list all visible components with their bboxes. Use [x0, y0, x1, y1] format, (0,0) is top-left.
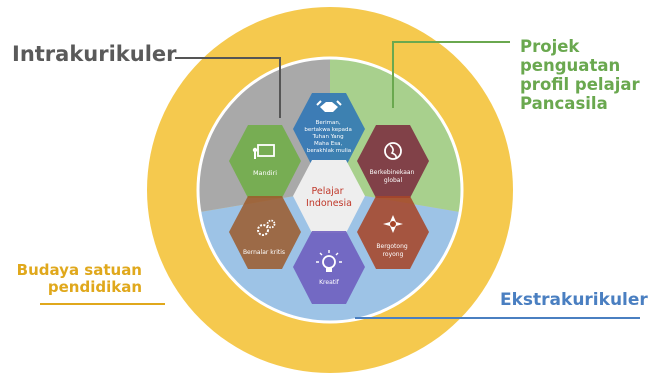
ekstrakurikuler-label: Ekstrakurikuler	[500, 290, 648, 310]
intrakurikuler-label: Intrakurikuler	[12, 42, 177, 66]
center-text: Pelajar Indonesia	[306, 186, 352, 209]
gotong-text: Bergotong royong	[376, 243, 409, 258]
center-line: Pelajar	[311, 186, 343, 197]
center-line: Indonesia	[306, 198, 352, 209]
projek-label-line: penguatan	[520, 55, 621, 75]
projek-label-line: profil pelajar	[520, 74, 640, 94]
projek-label: Projek penguatan profil pelajar Pancasil…	[520, 37, 640, 114]
hex-bernalar: Bernalar kritis	[229, 196, 301, 269]
gotong-line: royong	[383, 251, 404, 258]
beriman-line: bertakwa kepada	[304, 127, 352, 133]
intrakurikuler-leader	[175, 57, 281, 118]
bernalar-line: Bernalar kritis	[243, 249, 285, 256]
beriman-text: Beriman, bertakwa kepada Tuhan Yang Maha…	[304, 120, 353, 154]
kreatif-text: Kreatif	[319, 279, 340, 286]
bernalar-text: Bernalar kritis	[243, 249, 285, 256]
lightbulb-icon	[316, 250, 342, 272]
hex-kreatif: Kreatif	[293, 231, 365, 304]
gotong-line: Bergotong	[376, 243, 407, 250]
projek-label-line: Projek	[520, 37, 580, 56]
gears-icon	[257, 219, 276, 236]
globe-icon	[384, 142, 402, 160]
hex-beriman: Beriman, bertakwa kepada Tuhan Yang Maha…	[293, 93, 365, 166]
beriman-line: Tuhan Yang	[312, 134, 344, 140]
beriman-line: Beriman,	[316, 120, 341, 126]
projek-leader	[392, 41, 510, 108]
budaya-label-line: pendidikan	[47, 278, 142, 297]
budaya-label: Budaya satuan pendidikan	[14, 261, 142, 297]
budaya-label-line: Budaya satuan	[16, 261, 142, 279]
handshake-icon	[316, 100, 342, 112]
beriman-line: Maha Esa,	[314, 141, 342, 147]
kreatif-line: Kreatif	[319, 279, 340, 286]
center-hex: Pelajar Indonesia	[293, 160, 365, 233]
mandiri-line: Mandiri	[253, 169, 277, 177]
beriman-line: berakhlak mulia	[307, 148, 351, 154]
hex-berkebinekaan: Berkebinekaan global	[357, 125, 429, 198]
berkebinekaan-line: Berkebinekaan	[370, 169, 415, 176]
mandiri-text: Mandiri	[253, 169, 277, 177]
projek-label-line: Pancasila	[520, 93, 608, 113]
inner-circle-border	[196, 56, 464, 324]
berkebinekaan-text: Berkebinekaan global	[370, 169, 417, 184]
hex-mandiri: Mandiri	[229, 125, 301, 198]
people-circle-icon	[383, 215, 403, 233]
hex-gotong: Bergotong royong	[357, 196, 429, 269]
berkebinekaan-line: global	[384, 177, 403, 184]
teacher-board-icon	[252, 144, 275, 159]
